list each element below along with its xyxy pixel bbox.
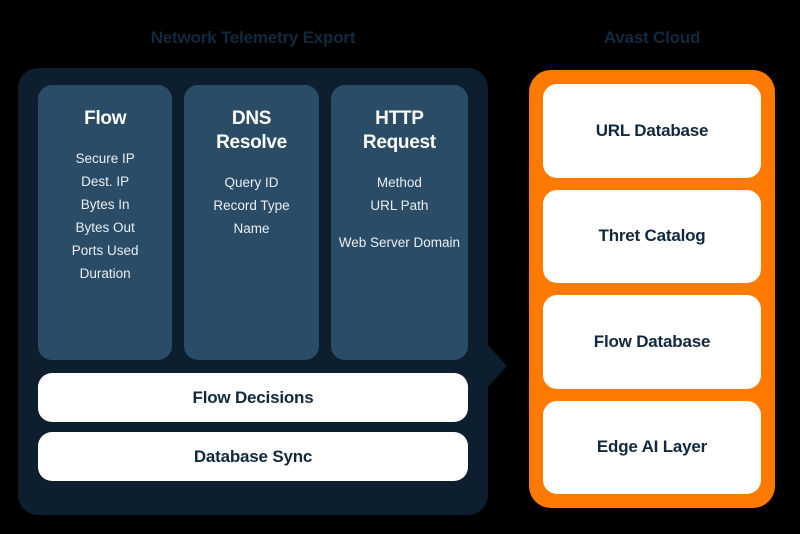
card-title-line: DNS — [231, 108, 272, 129]
field-item: Bytes In — [80, 197, 130, 212]
card-title-line: Flow — [84, 108, 127, 129]
field-item: Bytes Out — [75, 220, 135, 235]
field-item: Ports Used — [71, 243, 139, 258]
telemetry-card-dns-resolve[interactable]: DNS Resolve Query ID Record Type Name — [184, 85, 319, 360]
field-list-flow: Secure IP Dest. IP Bytes In Bytes Out Po… — [46, 147, 164, 285]
telemetry-card-flow[interactable]: Flow Secure IP Dest. IP Bytes In Bytes O… — [38, 85, 173, 360]
telemetry-columns-row: Flow Secure IP Dest. IP Bytes In Bytes O… — [38, 85, 469, 360]
cloud-card-label: Edge AI Layer — [596, 437, 708, 457]
field-item: URL Path — [370, 198, 429, 213]
telemetry-card-http-request[interactable]: HTTP Request Method URL Path Web Server … — [330, 85, 469, 360]
bar-flow-decisions[interactable]: Flow Decisions — [38, 373, 468, 422]
cloud-card-label: Thret Catalog — [598, 226, 706, 246]
cloud-card-url-database[interactable]: URL Database — [543, 84, 761, 178]
field-item: Dest. IP — [81, 174, 130, 189]
cloud-card-flow-database[interactable]: Flow Database — [543, 295, 761, 389]
field-item: Name — [233, 221, 270, 236]
field-list-dns-resolve: Query ID Record Type Name — [192, 171, 310, 240]
field-item: Web Server Domain — [338, 235, 461, 250]
right-section-title: Avast Cloud — [603, 28, 701, 47]
card-title-dns-resolve: DNS Resolve — [192, 107, 310, 155]
card-title-flow: Flow — [46, 107, 164, 131]
bar-label: Flow Decisions — [192, 387, 314, 407]
field-list-http-request: Method URL Path Web Server Domain — [339, 171, 460, 254]
card-title-line: Resolve — [216, 132, 287, 153]
field-item: Duration — [79, 266, 131, 281]
card-title-line: Request — [362, 132, 436, 153]
left-section-title: Network Telemetry Export — [150, 28, 356, 47]
card-title-http-request: HTTP Request — [339, 107, 460, 155]
cloud-card-label: Flow Database — [593, 331, 711, 351]
field-item: Query ID — [224, 175, 279, 190]
avast-cloud-panel: URL Database Thret Catalog Flow Database… — [529, 70, 775, 508]
flow-arrow-icon — [487, 344, 507, 388]
cloud-card-label: URL Database — [595, 120, 709, 140]
cloud-card-edge-ai-layer[interactable]: Edge AI Layer — [543, 400, 761, 494]
field-item: Record Type — [213, 198, 290, 213]
cloud-card-thret-catalog[interactable]: Thret Catalog — [543, 189, 761, 283]
field-item: Secure IP — [75, 151, 135, 166]
card-title-line: HTTP — [375, 108, 424, 129]
field-item: Method — [376, 175, 422, 190]
bar-database-sync[interactable]: Database Sync — [38, 432, 468, 481]
network-telemetry-panel: Flow Secure IP Dest. IP Bytes In Bytes O… — [18, 68, 507, 515]
bar-label: Database Sync — [193, 446, 313, 466]
